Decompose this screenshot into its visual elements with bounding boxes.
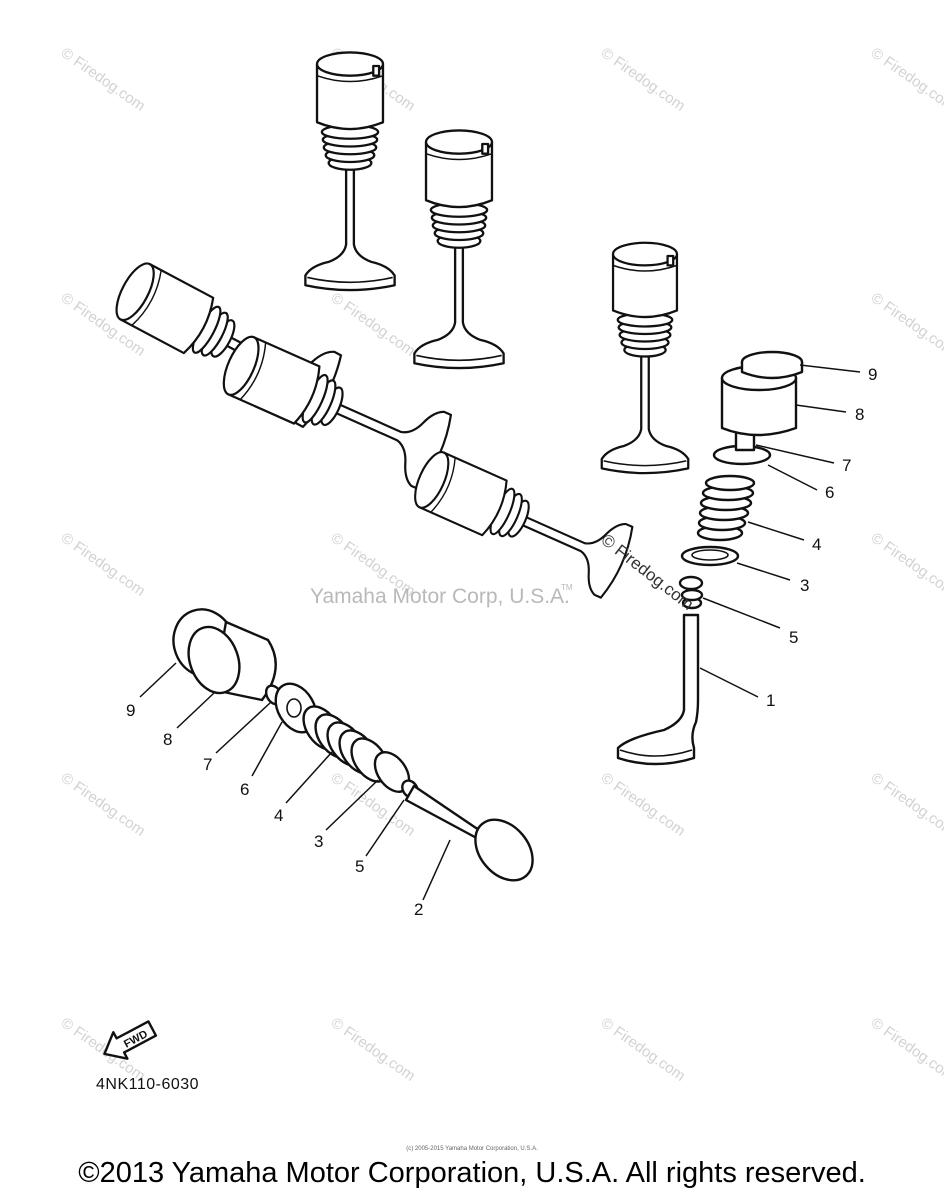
watermark: © Firedog.com bbox=[58, 44, 149, 114]
callout-6-left: 6 bbox=[240, 780, 249, 799]
watermark: © Firedog.com bbox=[598, 44, 689, 114]
callout-8-left: 8 bbox=[163, 730, 172, 749]
callout-1-right: 1 bbox=[766, 691, 775, 710]
watermark: © Firedog.com bbox=[868, 769, 944, 839]
valve-assembly-top-3 bbox=[600, 241, 690, 475]
callout-8-right: 8 bbox=[855, 405, 864, 424]
watermark: © Firedog.com bbox=[868, 529, 944, 599]
exploded-valve-right bbox=[616, 350, 804, 766]
leaders-right bbox=[699, 364, 861, 698]
callout-7-right: 7 bbox=[842, 456, 851, 475]
watermark: © Firedog.com bbox=[868, 1014, 944, 1084]
valve-spring-4 bbox=[696, 474, 756, 542]
callout-3-right: 3 bbox=[800, 576, 809, 595]
watermark-credit: Yamaha Motor Corp, U.S.A. bbox=[310, 585, 570, 608]
watermark: © Firedog.com bbox=[328, 1014, 419, 1084]
watermark: © Firedog.com bbox=[868, 289, 944, 359]
callout-3-left: 3 bbox=[314, 832, 323, 851]
watermark: © Firedog.com bbox=[598, 769, 689, 839]
callout-5-right: 5 bbox=[789, 628, 798, 647]
tiny-copyright-notice: (c) 2005-2015 Yamaha Motor Corporation, … bbox=[406, 1146, 538, 1152]
watermark: © Firedog.com bbox=[598, 1014, 689, 1084]
valve-spring-4 bbox=[302, 705, 390, 783]
exploded-valve-left bbox=[172, 608, 534, 882]
callout-2-left: 2 bbox=[414, 900, 423, 919]
leaders-left bbox=[139, 662, 451, 901]
diagram-code: 4NK110-6030 bbox=[96, 1076, 200, 1093]
watermark: © Firedog.com bbox=[58, 1014, 149, 1084]
watermark: © Firedog.com bbox=[58, 769, 149, 839]
callout-9-right: 9 bbox=[868, 365, 877, 384]
watermark: © Firedog.com bbox=[868, 44, 944, 114]
callout-4-left: 4 bbox=[274, 806, 283, 825]
callout-6-right: 6 bbox=[825, 483, 834, 502]
callout-7-left: 7 bbox=[203, 755, 212, 774]
watermark: © Firedog.com bbox=[58, 529, 149, 599]
callout-5-left: 5 bbox=[355, 857, 364, 876]
watermark: © Firedog.com bbox=[328, 289, 419, 359]
copyright-footer: ©2013 Yamaha Motor Corporation, U.S.A. A… bbox=[78, 1157, 866, 1189]
valve-lifter-8 bbox=[720, 376, 798, 437]
valve-1 bbox=[616, 613, 700, 766]
callout-4-right: 4 bbox=[812, 535, 821, 554]
callout-9-left: 9 bbox=[126, 701, 135, 720]
valve-assembly-top-1 bbox=[304, 51, 396, 292]
watermark-credit-mark: TM bbox=[561, 583, 573, 592]
watermark-grid: © Firedog.com © Firedog.com © Firedog.co… bbox=[58, 44, 944, 1084]
valve-assembly-top-2 bbox=[413, 129, 505, 370]
